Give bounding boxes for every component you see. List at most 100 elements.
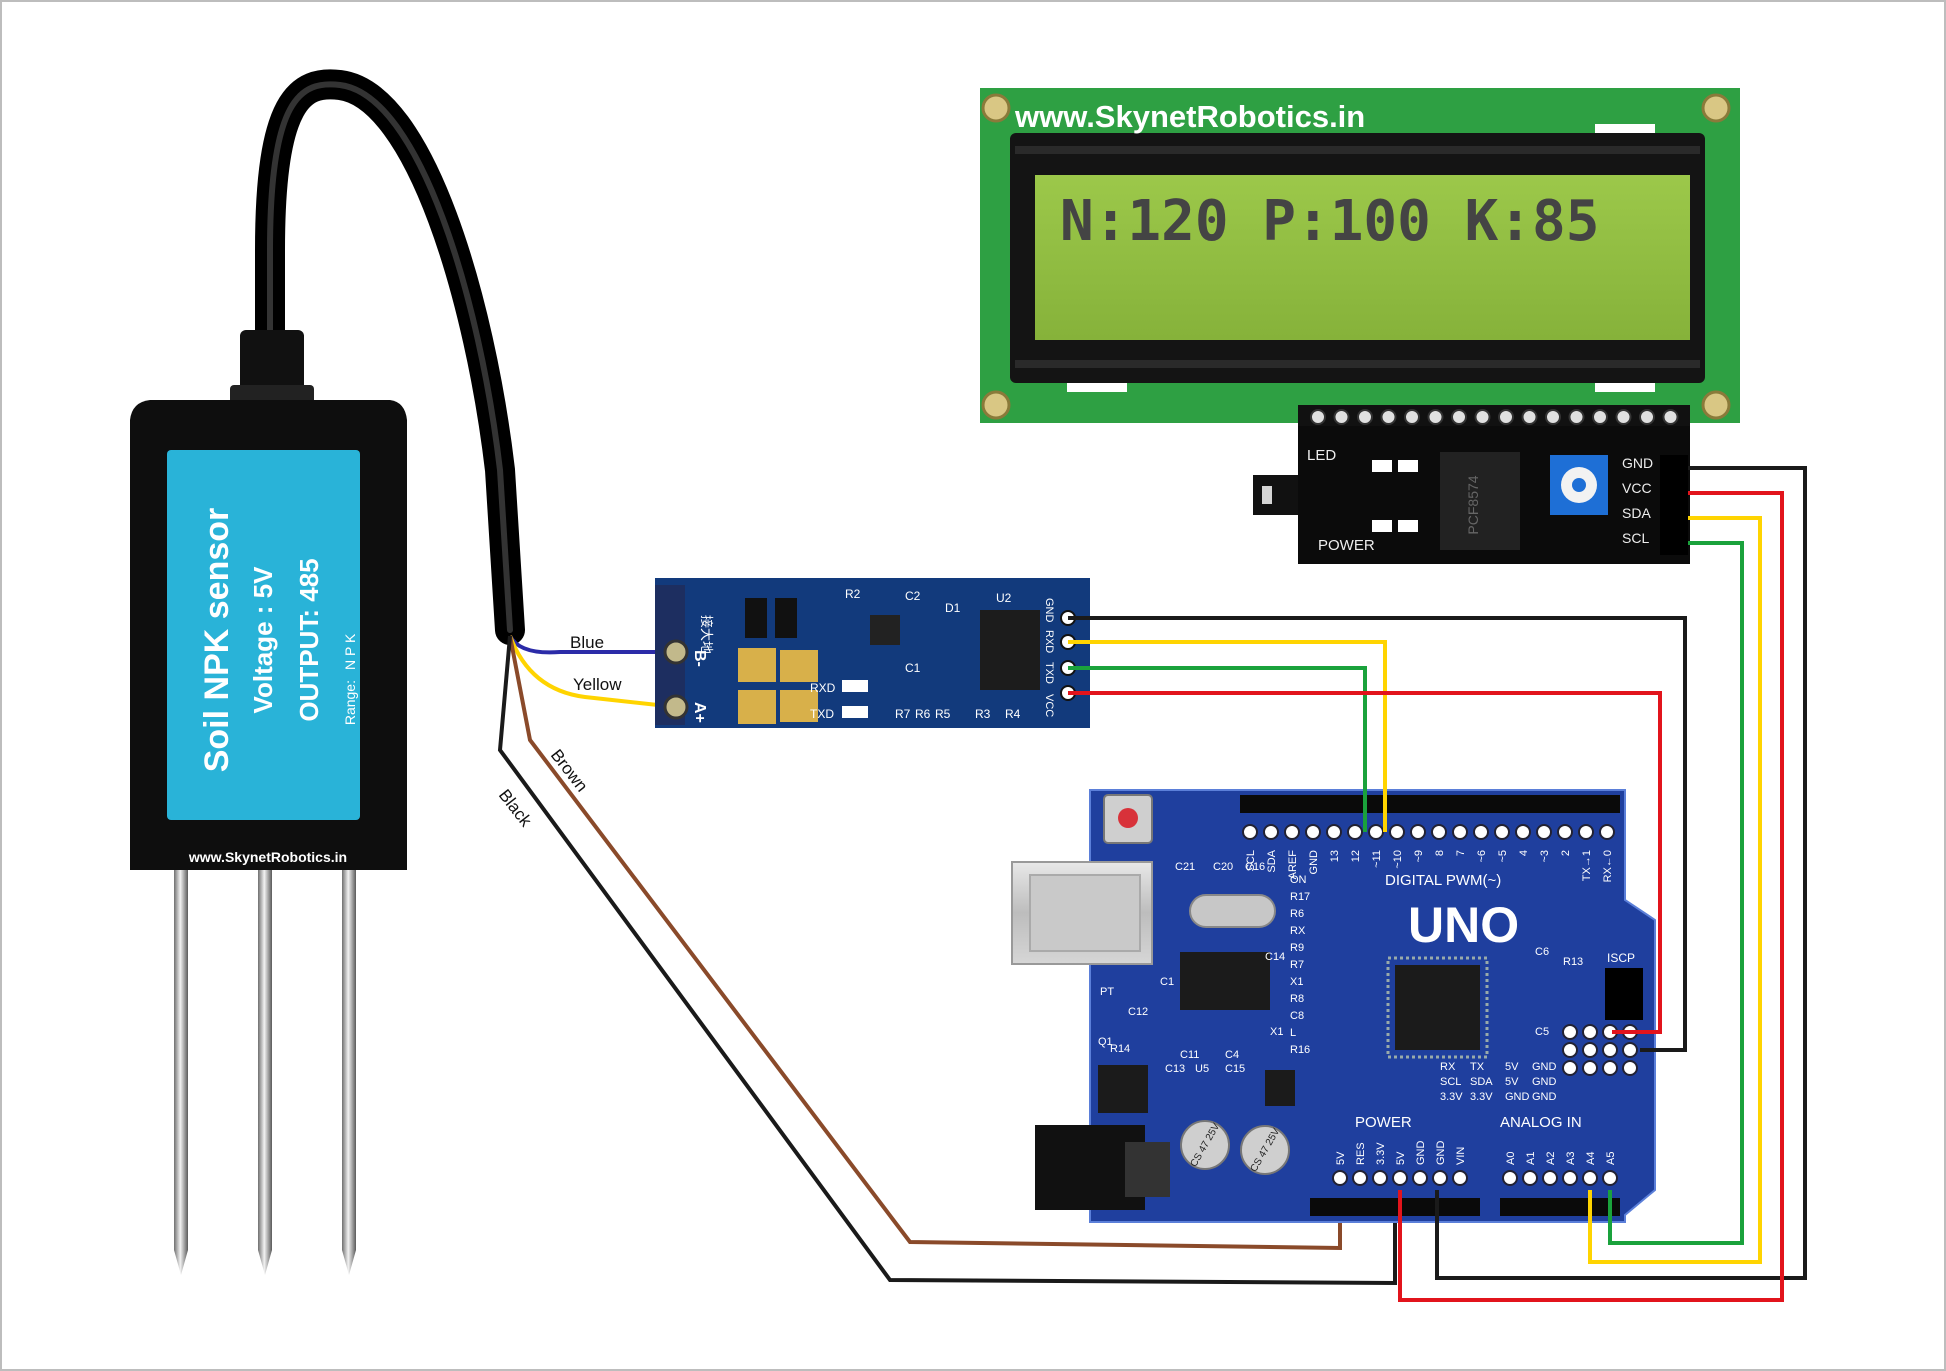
uno-digital-pin-label: ~3 (1539, 850, 1551, 863)
lcd-display: www.SkynetRobotics.in N:120 P:100 K:85 (980, 88, 1740, 423)
uno-power-pin-label: GND (1415, 1141, 1427, 1166)
i2c-jumper-pin (1262, 486, 1272, 504)
uno-component-label: U5 (1195, 1063, 1209, 1075)
uno-power-pin (1392, 1170, 1408, 1186)
uno-component-label: C4 (1225, 1049, 1239, 1061)
uno-component-label: R9 (1290, 942, 1304, 954)
lcd-mount-hole-tr (1701, 93, 1731, 123)
uno-side-header-label: SCL (1440, 1076, 1461, 1088)
uno-side-header-label: 3.3V (1470, 1091, 1493, 1103)
uno-digital-pin-label: 7 (1455, 850, 1467, 856)
uno-digital-pin-label: RX←0 (1602, 850, 1614, 882)
uno-component-label: R8 (1290, 993, 1304, 1005)
arduino-uno: CS 47 25V CS 47 25V UNO DIGITAL PWM(~) P… (1011, 789, 1656, 1223)
wire-black (497, 635, 1397, 1286)
lcd-header-pin (1639, 409, 1655, 425)
rs485-c2-label: C2 (905, 589, 921, 603)
uno-reset-button-cap[interactable] (1118, 808, 1138, 828)
lcd-header-pin (1592, 409, 1608, 425)
uno-power-pin (1432, 1170, 1448, 1186)
uno-digital-pin (1263, 824, 1279, 840)
uno-digital-pin-label: 8 (1434, 850, 1446, 856)
wire-lcd-gnd (1435, 466, 1807, 1280)
uno-power-pin-label: GND (1435, 1141, 1447, 1166)
uno-digital-pin (1410, 824, 1426, 840)
lcd-mount-hole-bl (981, 390, 1011, 420)
uno-mcu (1395, 965, 1480, 1050)
uno-side-pin (1622, 1060, 1638, 1076)
i2c-pot-center (1572, 478, 1586, 492)
rs485-r4-label: R4 (1005, 707, 1021, 721)
uno-side-pin (1582, 1024, 1598, 1040)
i2c-smd-2 (1398, 460, 1418, 472)
uno-usb-inner (1029, 874, 1141, 952)
uno-analog-pin (1542, 1170, 1558, 1186)
uno-capacitor-2 (1240, 1125, 1290, 1175)
lcd-header-pin (1545, 409, 1561, 425)
sensor-label-panel (167, 450, 360, 820)
uno-side-header-label: TX (1470, 1061, 1485, 1073)
rs485-c1-label: C1 (905, 661, 921, 675)
uno-power-pin-label: RES (1355, 1142, 1367, 1165)
uno-usb-chip (1180, 952, 1270, 1010)
uno-digital-pin-label: TX→1 (1581, 850, 1593, 881)
lcd-header-pin (1568, 409, 1585, 425)
rs485-r6-label: R6 (915, 707, 931, 721)
uno-analog-pin-label: A5 (1605, 1152, 1617, 1165)
lcd-header-pin (1427, 409, 1444, 425)
i2c-smd-4 (1398, 520, 1418, 532)
rs485-d1-label: D1 (945, 601, 961, 615)
uno-side-header-label: GND (1532, 1061, 1557, 1073)
uno-component-label: R16 (1290, 1044, 1310, 1056)
uno-power-label: POWER (1355, 1114, 1412, 1131)
uno-analog-pin (1522, 1170, 1538, 1186)
uno-side-pin (1562, 1060, 1578, 1076)
rs485-r2-label: R2 (845, 587, 861, 601)
wire-label-yellow: Yellow (573, 675, 622, 694)
lcd-header-pin (1310, 409, 1326, 425)
wire-lcd-scl (1608, 541, 1744, 1245)
wire-rs485-vcc (1068, 691, 1662, 1034)
rs485-rxd-label: RXD (810, 681, 836, 695)
uno-analog-pin (1602, 1170, 1618, 1186)
uno-component-label: C11 (1180, 1049, 1199, 1061)
rs485-pin-rxd-label: RXD (1043, 630, 1055, 653)
i2c-pin-sda-label: SDA (1622, 505, 1651, 521)
uno-component-label: C16 (1245, 861, 1265, 873)
uno-power-pin (1452, 1170, 1468, 1186)
rs485-cap-1 (738, 648, 776, 682)
uno-digital-pin-label: ~9 (1413, 850, 1425, 863)
sensor-wires (497, 634, 1397, 1286)
lcd-bezel-top-strip (1015, 146, 1700, 154)
uno-side-pin (1622, 1042, 1638, 1058)
uno-power-pin-label: 3.3V (1375, 1142, 1387, 1165)
i2c-pin-scl-label: SCL (1622, 530, 1649, 546)
uno-digital-pin (1305, 824, 1321, 840)
lcd-tab-top (1595, 124, 1655, 133)
uno-side-header-label: SDA (1470, 1076, 1493, 1088)
wire-lcd-vcc (1398, 491, 1784, 1302)
uno-regulator (1098, 1065, 1148, 1113)
wire-label-blue: Blue (570, 633, 604, 652)
uno-digital-pin (1515, 824, 1531, 840)
uno-analog-pin (1562, 1170, 1578, 1186)
i2c-side-header (1660, 455, 1688, 555)
lcd-header-pin (1451, 409, 1467, 425)
lcd-header-pin (1615, 409, 1632, 425)
uno-component-label: PT (1100, 986, 1114, 998)
i2c-module: LED POWER PCF8574 GND VCC SDA SCL (1253, 426, 1690, 564)
uno-side-header-label: 5V (1505, 1076, 1519, 1088)
uno-analog-pin-label: A1 (1525, 1152, 1537, 1165)
uno-digital-pin (1557, 824, 1573, 840)
uno-digital-pin (1494, 824, 1510, 840)
lcd-header-pin (1662, 409, 1679, 425)
uno-digital-label: DIGITAL PWM(~) (1385, 872, 1501, 889)
rs485-terminal-a-label: A+ (691, 702, 708, 723)
lcd-header-pin (1521, 409, 1538, 425)
sensor-voltage: Voltage : 5V (248, 566, 278, 714)
uno-analog-pin-label: A2 (1545, 1152, 1557, 1165)
lcd-mount-hole-tl (981, 93, 1011, 123)
